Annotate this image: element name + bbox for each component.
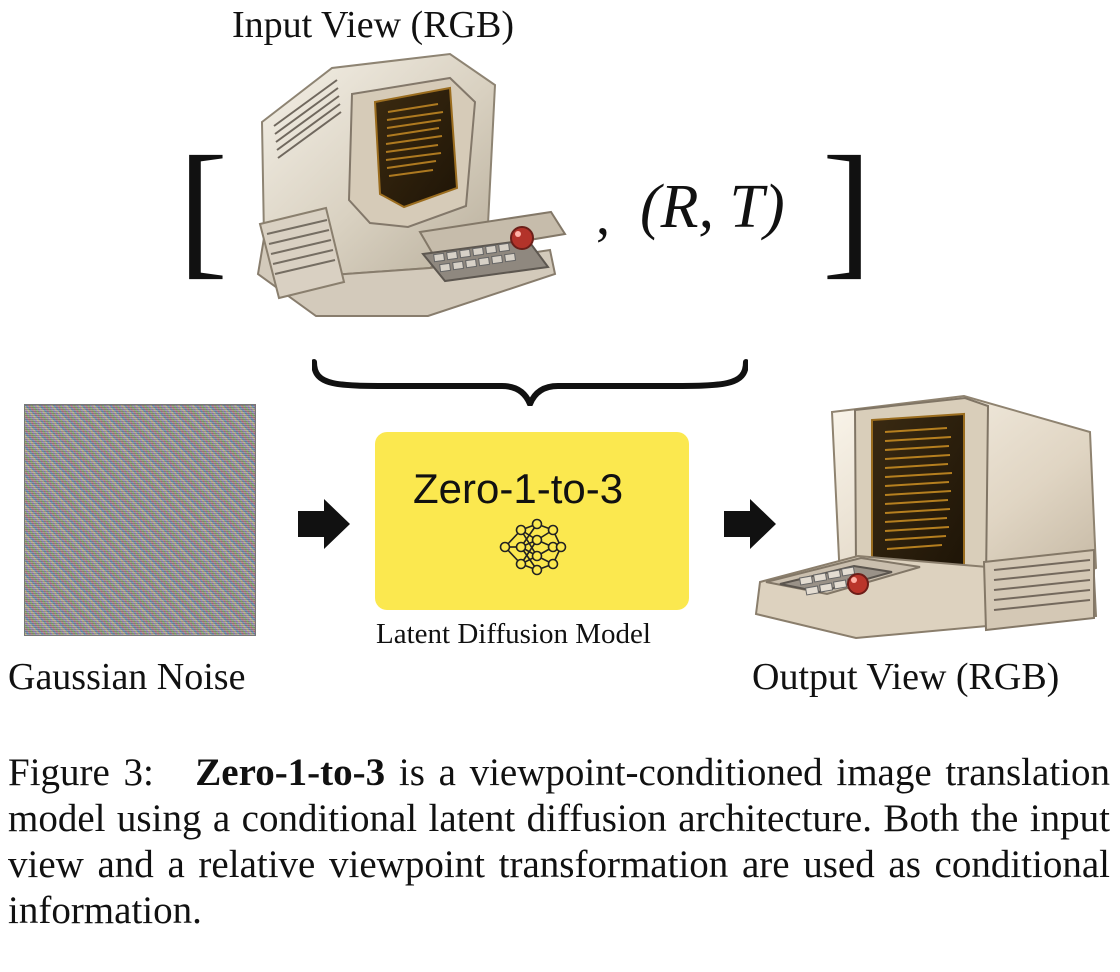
condition-comma: ,: [596, 185, 610, 247]
latent-diffusion-model-label: Latent Diffusion Model: [376, 618, 651, 650]
gaussian-noise-image: [24, 404, 256, 636]
output-view-label: Output View (RGB): [752, 656, 1060, 698]
caption-bold-title: Zero-1-to-3: [195, 751, 386, 794]
left-bracket: [: [178, 126, 228, 292]
model-title: Zero-1-to-3: [413, 465, 624, 512]
conditioning-brace: [312, 359, 748, 406]
input-view-label: Input View (RGB): [232, 4, 514, 46]
latent-diffusion-model-box: Zero-1-to-3: [375, 432, 689, 610]
gaussian-noise-label: Gaussian Noise: [8, 656, 246, 698]
input-computer-image: [256, 52, 567, 317]
caption-prefix: Figure 3:: [8, 751, 154, 794]
output-computer-image: [754, 394, 1098, 640]
caption-body: is a viewpoint-conditioned image transla…: [8, 751, 1110, 932]
right-bracket: ]: [822, 126, 872, 292]
neural-network-icon: [499, 518, 567, 576]
figure-caption: Figure 3: Zero-1-to-3 is a viewpoint-con…: [8, 750, 1110, 934]
right-arrow-icon: [298, 499, 350, 549]
pose-expression: (R, T): [640, 173, 785, 241]
right-arrow-icon: [724, 499, 776, 549]
